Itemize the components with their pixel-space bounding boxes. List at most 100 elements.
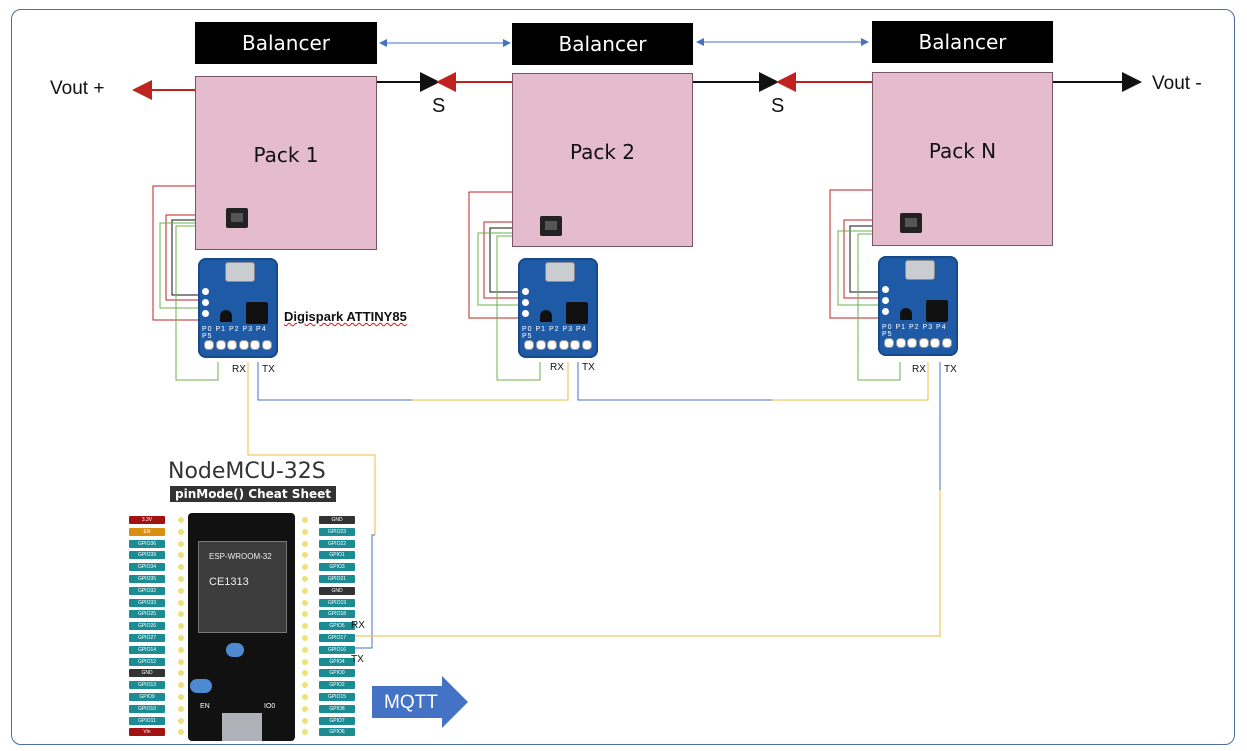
- pin-dot: [302, 694, 308, 700]
- esp-tx-label: TX: [351, 654, 364, 665]
- pin-dot: [178, 587, 184, 594]
- esp-pin-label: GPIO34: [129, 563, 165, 572]
- pin-dot: [302, 564, 308, 571]
- balancer-n: Balancer: [872, 21, 1053, 63]
- pack-label: Pack 1: [253, 143, 319, 167]
- temp-sensor-icon: [226, 208, 248, 228]
- pin-dot: [178, 646, 184, 653]
- pin-dot: [178, 623, 184, 630]
- pin-dot: [302, 717, 308, 724]
- digispark-label: Digispark ATTINY85: [284, 309, 407, 324]
- capacitor-icon: [226, 643, 244, 657]
- esp-pin-label: GPIO6: [319, 728, 355, 737]
- nodemcu-title: NodeMCU-32S: [168, 459, 326, 484]
- pin-dot: [302, 517, 308, 523]
- pin-dot: [178, 576, 184, 582]
- pin-dot: [178, 682, 184, 689]
- pin-dot: [302, 635, 308, 641]
- pack1-tx-wire: [257, 362, 412, 401]
- esp-pin-label: GPIO2: [319, 681, 355, 690]
- pin-dot: [302, 670, 308, 677]
- digispark-board-1: P0 P1 P2 P3 P4 P5: [198, 258, 278, 358]
- balancer-label: Balancer: [558, 32, 647, 56]
- esp-pin-label: GND: [129, 669, 165, 678]
- pin-dot: [178, 635, 184, 641]
- rx-label: RX: [550, 362, 564, 373]
- rx-label: RX: [912, 364, 926, 375]
- pack-label: Pack 2: [569, 140, 636, 164]
- digispark-label-text: Digispark ATTINY85: [284, 309, 407, 324]
- pack2-sensor-wires: [468, 191, 541, 381]
- esp32-board: ESP-WROOM-32 CE1313 EN IO0: [188, 513, 295, 741]
- esp-pin-label: GPIO15: [319, 693, 355, 701]
- pin-dot: [178, 517, 184, 523]
- esp-tx-segment: [345, 534, 375, 649]
- esp-pin-label: GPIO12: [129, 657, 165, 666]
- micro-usb-icon: [225, 262, 255, 282]
- esp-pin-label: GPIO10: [129, 704, 165, 713]
- micro-usb-icon: [905, 260, 935, 280]
- esp-pin-label: GPIO36: [129, 539, 165, 548]
- esp-pin-label: GPIO0: [319, 669, 355, 678]
- esp-pin-label: GPIO22: [319, 539, 355, 548]
- esp-pin-label: GPIO33: [129, 598, 165, 607]
- capacitor-icon: [190, 679, 212, 693]
- esp-pin-label: GPIO9: [129, 693, 165, 701]
- pin-dot: [178, 729, 184, 736]
- tx-label: TX: [944, 364, 957, 375]
- pin-dot: [302, 682, 308, 689]
- balancer-2: Balancer: [512, 23, 693, 65]
- series-label: S: [432, 95, 446, 117]
- vout-neg-label: Vout -: [1152, 73, 1202, 94]
- pin-dot: [178, 528, 184, 535]
- balancer-label: Balancer: [918, 30, 1007, 54]
- esp-pin-label: GPIO32: [129, 586, 165, 595]
- micro-usb-icon: [545, 262, 575, 282]
- esp-pin-label: GPIO17: [319, 634, 355, 642]
- esp-pin-label: GPIO1: [319, 551, 355, 560]
- pin-dot: [178, 552, 184, 559]
- esp-pin-label: GPIO13: [129, 681, 165, 690]
- board-pin-labels: P0 P1 P2 P3 P4 P5: [882, 324, 947, 338]
- tx-label: TX: [262, 364, 275, 375]
- esp-pin-label: GPIO18: [319, 610, 355, 619]
- esp-pin-label: GPIO23: [319, 527, 355, 536]
- board-pin-labels: P0 P1 P2 P3 P4 P5: [522, 326, 587, 340]
- balancer-1: Balancer: [195, 22, 377, 64]
- esp-pin-label: GPIO25: [129, 610, 165, 619]
- attiny85-chip-icon: [926, 300, 948, 322]
- pin-dot: [178, 611, 184, 618]
- packn-sensor-wires: [829, 189, 901, 381]
- pin-dot: [178, 670, 184, 677]
- pack-label: Pack N: [928, 139, 997, 163]
- esp-pin-label: GPIO5: [319, 622, 355, 631]
- temp-sensor-icon: [900, 213, 922, 233]
- esp-pin-label: GPIO7: [319, 716, 355, 725]
- usb-port-icon: [222, 713, 262, 741]
- nodemcu-subtitle: pinMode() Cheat Sheet: [170, 486, 337, 502]
- mqtt-arrow: [372, 676, 468, 728]
- esp-pin-label: 3.3V: [129, 516, 165, 524]
- esp-pin-label: GPIO16: [319, 645, 355, 654]
- esp-pin-label: GPIO26: [129, 622, 165, 631]
- pin-dot: [302, 552, 308, 559]
- digispark-board-n: P0 P1 P2 P3 P4 P5: [878, 256, 958, 356]
- rx-label: RX: [232, 364, 246, 375]
- esp-pin-label: GPIO8: [319, 704, 355, 713]
- esp-wroom-module: ESP-WROOM-32 CE1313: [198, 541, 287, 633]
- esp-tx-to-pack1-rx: [247, 362, 376, 535]
- ce-mark: CE1313: [209, 576, 249, 588]
- temp-sensor-icon: [540, 216, 562, 236]
- series-label: S: [771, 95, 785, 117]
- pack-1: Pack 1: [195, 76, 377, 250]
- esp-pin-label: GPIO19: [319, 598, 355, 607]
- pin-dot: [302, 729, 308, 736]
- pin-dot: [178, 599, 184, 606]
- pin-dot: [302, 658, 308, 665]
- esp-rx-label: RX: [351, 620, 365, 631]
- pin-dot: [302, 540, 308, 547]
- esp-pin-label: EN: [129, 527, 165, 536]
- pin-dot: [302, 611, 308, 618]
- attiny85-chip-icon: [566, 302, 588, 324]
